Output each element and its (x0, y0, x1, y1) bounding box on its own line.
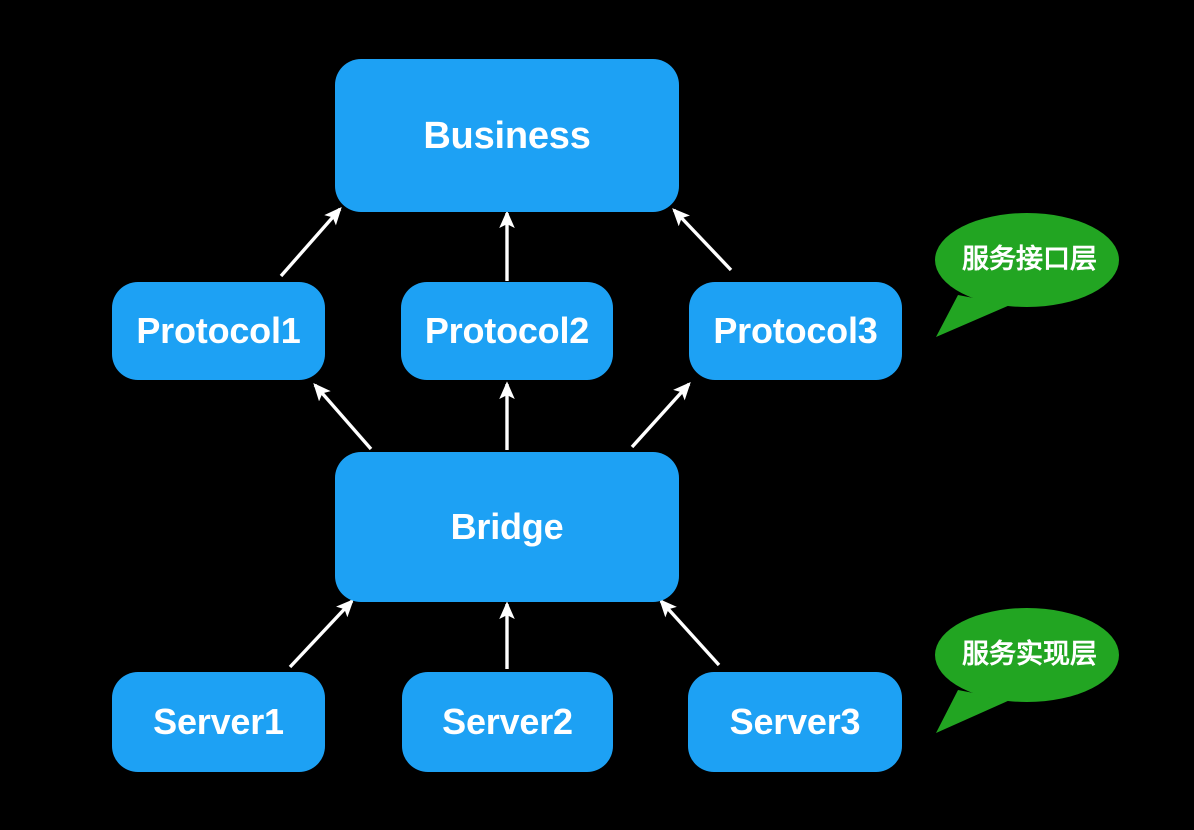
node-protocol2[interactable]: Protocol2 (401, 282, 613, 380)
callout-interface-layer: 服务接口层 (929, 207, 1125, 343)
server1-to-bridge (288, 599, 354, 669)
node-server2[interactable]: Server2 (402, 672, 613, 772)
callout-tail (936, 690, 1010, 733)
node-protocol1-label: Protocol1 (136, 310, 301, 351)
callout-implementation-layer: 服务实现层 (929, 602, 1125, 739)
callout-bubble (935, 608, 1119, 702)
node-server1[interactable]: Server1 (112, 672, 325, 772)
node-protocol2-label: Protocol2 (424, 310, 590, 351)
bridge-to-protocol1 (313, 383, 373, 451)
node-business-label: Business (423, 114, 591, 157)
callout-tail (936, 295, 1010, 337)
bridge-to-protocol3 (630, 382, 691, 449)
node-server3[interactable]: Server3 (688, 672, 902, 772)
callout-interface-bubble-shape (935, 213, 1119, 337)
callout-bubble (935, 213, 1119, 307)
callout-implementation-bubble-shape (935, 608, 1119, 733)
node-protocol3-label: Protocol3 (713, 310, 878, 351)
node-server3-label: Server3 (729, 701, 861, 742)
protocol3-to-business (672, 208, 733, 272)
server3-to-bridge (659, 599, 721, 667)
protocol1-to-business (279, 207, 342, 278)
node-server2-label: Server2 (442, 701, 573, 742)
node-protocol1[interactable]: Protocol1 (112, 282, 325, 380)
node-server1-label: Server1 (153, 701, 284, 742)
node-protocol3[interactable]: Protocol3 (689, 282, 902, 380)
callout-implementation-layer-label: 服务实现层 (962, 639, 1097, 669)
node-business[interactable]: Business (335, 59, 679, 212)
callout-interface-layer-label: 服务接口层 (962, 244, 1097, 274)
node-bridge-label: Bridge (450, 506, 564, 547)
node-bridge[interactable]: Bridge (335, 452, 679, 602)
